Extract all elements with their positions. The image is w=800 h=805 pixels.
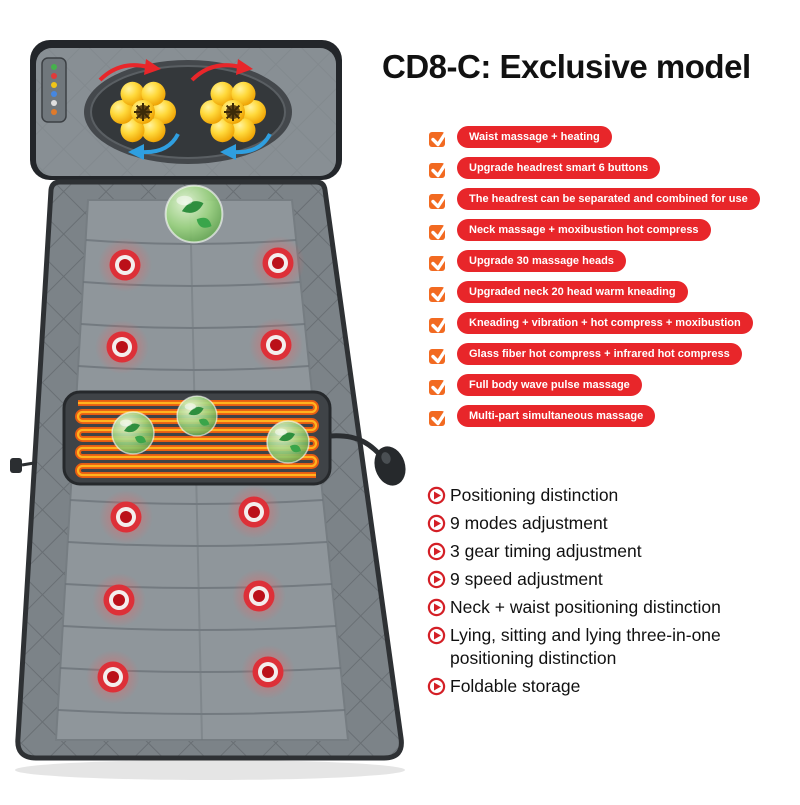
- feature-pill: Waist massage + heating: [457, 126, 612, 148]
- feature-pill: Neck massage + moxibustion hot compress: [457, 219, 711, 241]
- checkmark-icon: [429, 281, 451, 302]
- spec-text: Positioning distinction: [450, 485, 619, 505]
- feature-item: Glass fiber hot compress + infrared hot …: [427, 343, 760, 365]
- feature-pill: Upgraded neck 20 head warm kneading: [457, 281, 688, 303]
- waist-herb-ball: [266, 420, 310, 464]
- spec-text: Neck + waist positioning distinction: [450, 597, 721, 617]
- checkmark-icon: [429, 250, 451, 271]
- feature-item: Upgrade headrest smart 6 buttons: [427, 157, 760, 179]
- arrow-bullet-icon: [427, 514, 446, 533]
- headrest-pillow: [30, 40, 342, 180]
- power-plug: [10, 458, 35, 473]
- neck-herb-ball: [164, 184, 224, 244]
- neck-massage-balls: [98, 59, 272, 160]
- arrow-bullet-icon: [427, 570, 446, 589]
- spec-item: 3 gear timing adjustment: [427, 540, 777, 563]
- spec-item: Foldable storage: [427, 675, 777, 698]
- checkmark-icon: [429, 188, 451, 209]
- spec-item: Lying, sitting and lying three-in-one po…: [427, 624, 777, 670]
- checkmark-icon: [429, 157, 451, 178]
- feature-list: Waist massage + heating Upgrade headrest…: [427, 126, 760, 427]
- feature-pill: Upgrade 30 massage heads: [457, 250, 626, 272]
- feature-item: Waist massage + heating: [427, 126, 760, 148]
- feature-pill: Full body wave pulse massage: [457, 374, 642, 396]
- spec-text: Foldable storage: [450, 676, 581, 696]
- spec-item: Positioning distinction: [427, 484, 777, 507]
- checkmark-icon: [429, 374, 451, 395]
- feature-item: Multi-part simultaneous massage: [427, 405, 760, 427]
- spec-text: Lying, sitting and lying three-in-one po…: [450, 625, 721, 668]
- waist-herb-ball: [111, 411, 155, 455]
- feature-pill: The headrest can be separated and combin…: [457, 188, 760, 210]
- spec-list: Positioning distinction 9 modes adjustme…: [427, 484, 777, 698]
- feature-item: Upgraded neck 20 head warm kneading: [427, 281, 760, 303]
- spec-item: 9 modes adjustment: [427, 512, 777, 535]
- checkmark-icon: [429, 343, 451, 364]
- feature-pill: Glass fiber hot compress + infrared hot …: [457, 343, 742, 365]
- checkmark-icon: [429, 219, 451, 240]
- feature-item: Neck massage + moxibustion hot compress: [427, 219, 760, 241]
- feature-pill: Upgrade headrest smart 6 buttons: [457, 157, 661, 179]
- arrow-bullet-icon: [427, 598, 446, 617]
- feature-pill: Multi-part simultaneous massage: [457, 405, 656, 427]
- remote-control: [329, 433, 406, 486]
- arrow-bullet-icon: [427, 677, 446, 696]
- massage-mat-illustration: [10, 40, 406, 780]
- headrest-control-panel: [41, 57, 67, 123]
- checkmark-icon: [429, 312, 451, 333]
- spec-text: 3 gear timing adjustment: [450, 541, 642, 561]
- waist-herb-ball: [176, 395, 218, 437]
- feature-item: Upgrade 30 massage heads: [427, 250, 760, 272]
- spec-item: 9 speed adjustment: [427, 568, 777, 591]
- feature-item: Kneading + vibration + hot compress + mo…: [427, 312, 760, 334]
- feature-pill: Kneading + vibration + hot compress + mo…: [457, 312, 753, 334]
- arrow-bullet-icon: [427, 626, 446, 645]
- arrow-bullet-icon: [427, 542, 446, 561]
- feature-item: The headrest can be separated and combin…: [427, 188, 760, 210]
- product-image: [10, 40, 406, 780]
- feature-item: Full body wave pulse massage: [427, 374, 760, 396]
- waist-heating-pad: [62, 390, 332, 486]
- arrow-bullet-icon: [427, 486, 446, 505]
- spec-item: Neck + waist positioning distinction: [427, 596, 777, 619]
- spec-text: 9 modes adjustment: [450, 513, 608, 533]
- checkmark-icon: [429, 405, 451, 426]
- page-title: CD8-C: Exclusive model: [382, 48, 751, 85]
- checkmark-icon: [429, 126, 451, 147]
- mat-shadow: [15, 760, 405, 780]
- spec-text: 9 speed adjustment: [450, 569, 603, 589]
